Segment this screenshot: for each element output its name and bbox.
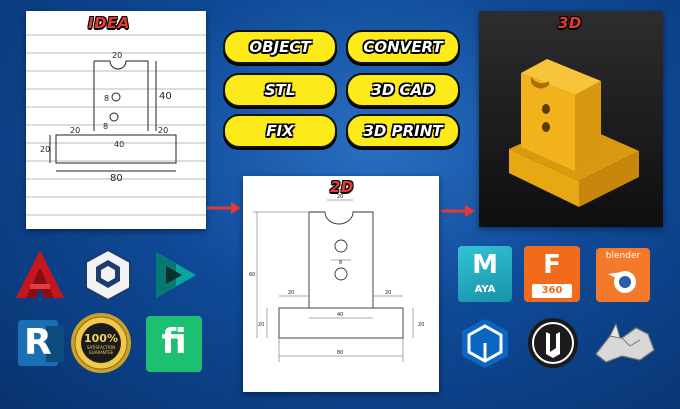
fusion-text: 360 bbox=[541, 285, 563, 296]
drawing-height-dim: 60 bbox=[249, 272, 255, 278]
arrow-to-3d-icon bbox=[441, 205, 475, 217]
sketch-top-dim: 20 bbox=[112, 51, 122, 60]
idea-sketch-panel: 20 40 8 8 20 40 20 20 80 bbox=[26, 11, 206, 229]
drawing-base-left: 20 bbox=[258, 322, 264, 328]
rhino-icon bbox=[595, 322, 655, 363]
service-fix: FIX bbox=[223, 114, 337, 148]
revit-icon: R bbox=[16, 316, 68, 370]
unreal-engine-icon bbox=[528, 318, 578, 368]
service-stl: STL bbox=[223, 73, 337, 107]
sketch-right-step: 20 bbox=[158, 126, 168, 135]
blender-icon: blender bbox=[596, 248, 650, 302]
fusion-tag bbox=[532, 284, 572, 298]
maya-text: AYA bbox=[474, 284, 496, 295]
drawing-hole-dim: 8 bbox=[339, 260, 342, 266]
blender-text: blender bbox=[605, 251, 641, 261]
fiverr-letters: fi bbox=[161, 322, 187, 362]
sketch-left-step: 20 bbox=[70, 126, 80, 135]
service-object: OBJECT bbox=[223, 30, 337, 64]
fusion-letter: F bbox=[543, 250, 561, 280]
satisfaction-badge-icon: 100% SATISFACTION GUARANTEE bbox=[70, 312, 132, 374]
badge-line1: SATISFACTION bbox=[86, 345, 116, 350]
sketch-mid-b: 8 bbox=[103, 122, 108, 131]
unity-icon bbox=[85, 248, 131, 302]
sketch-mid-a: 8 bbox=[104, 94, 109, 103]
service-3d-print: 3D PRINT bbox=[346, 114, 460, 148]
sketch-right-dim: 40 bbox=[159, 91, 172, 102]
sketch-total: 80 bbox=[110, 173, 123, 184]
3d-label: 3D bbox=[558, 14, 582, 32]
badge-percent: 100% bbox=[84, 332, 118, 345]
drawing-top-dim: 20 bbox=[337, 194, 343, 200]
drawing-base-right: 20 bbox=[418, 322, 424, 328]
service-convert: CONVERT bbox=[346, 30, 460, 64]
drawing-left-step: 20 bbox=[288, 290, 294, 296]
idea-label: IDEA bbox=[88, 14, 130, 32]
arrow-to-2d-icon bbox=[207, 202, 241, 214]
fusion-360-icon: F 360 bbox=[524, 246, 580, 302]
service-3d-cad: 3D CAD bbox=[346, 73, 460, 107]
maya-letter: M bbox=[472, 250, 498, 280]
autocad-icon bbox=[16, 250, 64, 298]
badge-line2: GUARANTEE bbox=[88, 350, 114, 355]
sketchup-icon bbox=[462, 319, 508, 368]
render-3d-panel bbox=[479, 11, 663, 227]
sketch-base-h: 20 bbox=[40, 145, 50, 154]
drawing-right-step: 20 bbox=[385, 290, 391, 296]
sketch-center: 40 bbox=[114, 140, 124, 149]
fiverr-icon: fi bbox=[146, 316, 202, 372]
technical-drawing: 20 60 8 20 20 40 20 20 80 bbox=[249, 194, 424, 362]
2d-label: 2D bbox=[330, 178, 354, 196]
revit-letter: R bbox=[24, 322, 52, 363]
maya-icon: M AYA bbox=[458, 246, 512, 302]
drawing-2d-panel: 20 60 8 20 20 40 20 20 80 bbox=[243, 176, 439, 392]
drawing-total: 80 bbox=[337, 350, 343, 356]
sketch-drawing: 20 40 8 8 20 40 20 20 80 bbox=[26, 34, 206, 216]
3ds-max-icon bbox=[156, 252, 196, 298]
drawing-center: 40 bbox=[337, 312, 343, 318]
3d-part-render bbox=[509, 59, 639, 207]
